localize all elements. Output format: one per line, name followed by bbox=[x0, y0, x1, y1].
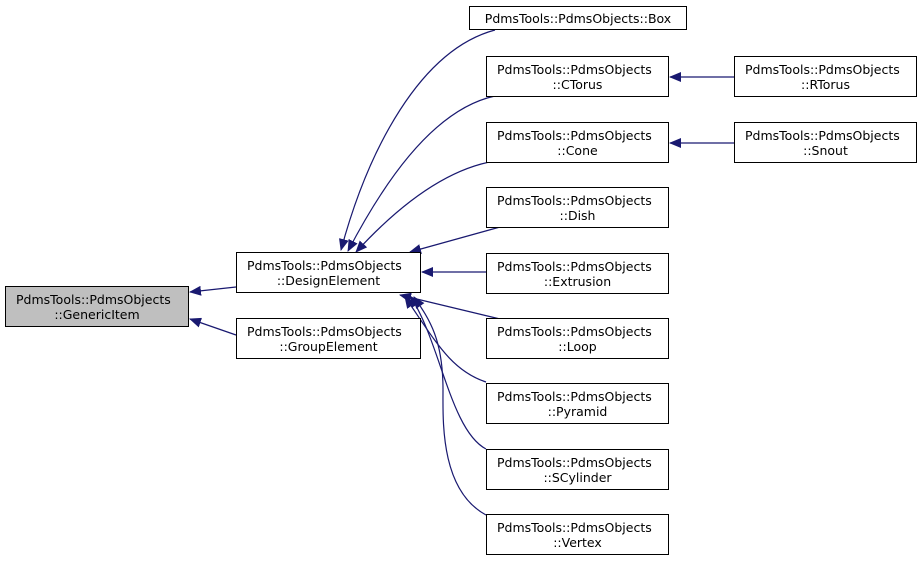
node-pyramid-line2: ::Pyramid bbox=[547, 403, 608, 419]
node-cone-line2: ::Cone bbox=[557, 142, 598, 158]
node-scylinder-line2: ::SCylinder bbox=[543, 469, 612, 485]
node-ctorus-line2: ::CTorus bbox=[552, 76, 603, 92]
node-extrusion-line1: PdmsTools::PdmsObjects bbox=[497, 258, 652, 274]
edge-pyramid-to-design-element bbox=[404, 296, 487, 383]
edge-dish-to-design-element bbox=[409, 226, 501, 254]
node-vertex-line1: PdmsTools::PdmsObjects bbox=[497, 519, 652, 535]
node-dish-line2: ::Dish bbox=[559, 207, 596, 223]
node-extrusion-line2: ::Extrusion bbox=[543, 273, 612, 289]
node-box[interactable]: PdmsTools::PdmsObjects::Box bbox=[469, 6, 687, 30]
node-generic-item-line2: ::GenericItem bbox=[54, 306, 140, 322]
node-cone-line1: PdmsTools::PdmsObjects bbox=[497, 127, 652, 143]
node-design-element[interactable]: PdmsTools::PdmsObjects ::DesignElement bbox=[236, 252, 421, 293]
node-dish-line1: PdmsTools::PdmsObjects bbox=[497, 192, 652, 208]
node-box-label: PdmsTools::PdmsObjects::Box bbox=[484, 10, 672, 26]
node-group-element-line2: ::GroupElement bbox=[279, 338, 378, 354]
edge-design-element-to-generic-item bbox=[189, 285, 237, 296]
edge-cone-to-design-element bbox=[355, 160, 496, 253]
node-design-element-line1: PdmsTools::PdmsObjects bbox=[247, 257, 402, 273]
node-group-element-line1: PdmsTools::PdmsObjects bbox=[247, 323, 402, 339]
node-scylinder-line1: PdmsTools::PdmsObjects bbox=[497, 454, 652, 470]
edge-scylinder-to-design-element bbox=[409, 295, 487, 450]
node-scylinder[interactable]: PdmsTools::PdmsObjects ::SCylinder bbox=[486, 449, 669, 490]
node-generic-item[interactable]: PdmsTools::PdmsObjects ::GenericItem bbox=[5, 286, 189, 327]
node-extrusion[interactable]: PdmsTools::PdmsObjects ::Extrusion bbox=[486, 253, 669, 294]
node-design-element-line2: ::DesignElement bbox=[276, 272, 381, 288]
node-generic-item-line1: PdmsTools::PdmsObjects bbox=[16, 291, 171, 307]
edge-vertex-to-design-element bbox=[413, 296, 487, 516]
edge-group-element-to-generic-item bbox=[189, 317, 237, 336]
node-loop-line2: ::Loop bbox=[558, 338, 597, 354]
edge-ctorus-to-design-element bbox=[347, 95, 496, 252]
node-ctorus[interactable]: PdmsTools::PdmsObjects ::CTorus bbox=[486, 56, 669, 97]
node-snout-line2: ::Snout bbox=[803, 142, 848, 158]
node-vertex-line2: ::Vertex bbox=[553, 534, 602, 550]
node-dish[interactable]: PdmsTools::PdmsObjects ::Dish bbox=[486, 187, 669, 228]
node-cone[interactable]: PdmsTools::PdmsObjects ::Cone bbox=[486, 122, 669, 163]
node-vertex[interactable]: PdmsTools::PdmsObjects ::Vertex bbox=[486, 514, 669, 555]
node-snout-line1: PdmsTools::PdmsObjects bbox=[745, 127, 900, 143]
node-snout[interactable]: PdmsTools::PdmsObjects ::Snout bbox=[734, 122, 917, 163]
node-rtorus[interactable]: PdmsTools::PdmsObjects ::RTorus bbox=[734, 56, 917, 97]
node-rtorus-line2: ::RTorus bbox=[801, 76, 850, 92]
node-pyramid-line1: PdmsTools::PdmsObjects bbox=[497, 388, 652, 404]
edge-box-to-design-element bbox=[339, 29, 496, 251]
node-loop-line1: PdmsTools::PdmsObjects bbox=[497, 323, 652, 339]
node-ctorus-line1: PdmsTools::PdmsObjects bbox=[497, 61, 652, 77]
node-group-element[interactable]: PdmsTools::PdmsObjects ::GroupElement bbox=[236, 318, 421, 359]
node-pyramid[interactable]: PdmsTools::PdmsObjects ::Pyramid bbox=[486, 383, 669, 424]
node-rtorus-line1: PdmsTools::PdmsObjects bbox=[745, 61, 900, 77]
node-loop[interactable]: PdmsTools::PdmsObjects ::Loop bbox=[486, 318, 669, 359]
